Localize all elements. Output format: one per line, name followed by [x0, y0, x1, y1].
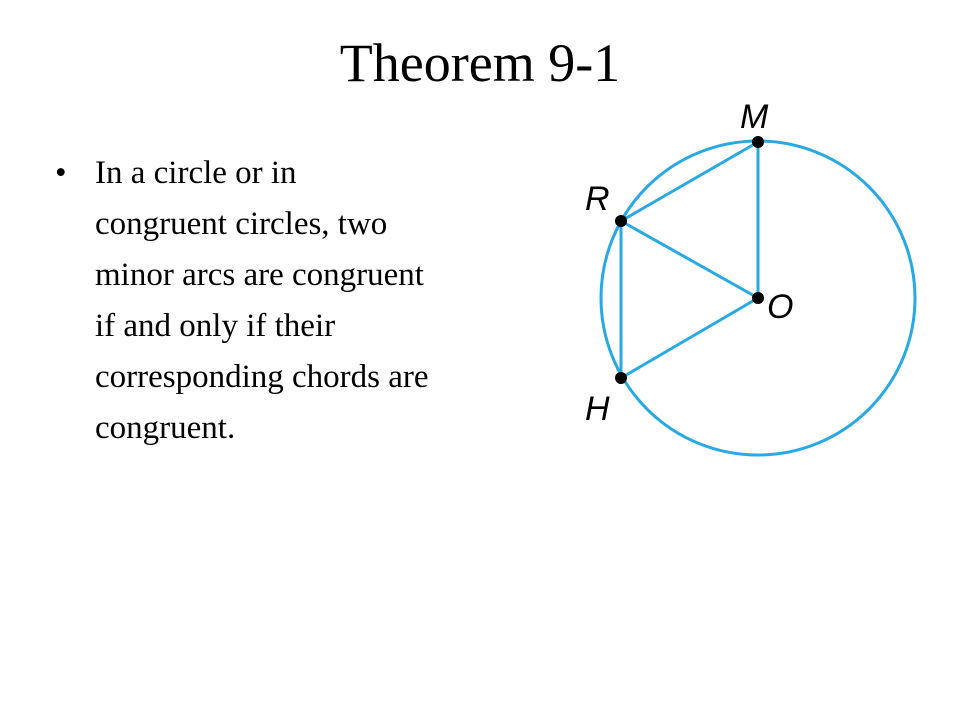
slide-title: Theorem 9-1: [339, 33, 621, 93]
radius-or: [620, 219, 759, 300]
circle-diagram: M R O H: [585, 98, 917, 457]
label-o: O: [767, 288, 793, 326]
point-o: [752, 292, 764, 304]
label-m: M: [740, 98, 769, 136]
bullet-line: corresponding chords are: [95, 359, 429, 395]
bullet-line: minor arcs are congruent: [95, 257, 424, 293]
label-r: R: [585, 180, 610, 218]
bullet-line: congruent circles, two: [95, 206, 388, 242]
bullet-line: congruent.: [95, 410, 236, 446]
label-h: H: [585, 390, 610, 428]
point-m: [752, 136, 764, 148]
bullet-marker: •: [55, 155, 67, 191]
chord-rm: [620, 140, 759, 223]
bullet-line: if and only if their: [95, 308, 336, 344]
radius-oh: [620, 296, 759, 380]
bullet-item: • In a circle or in congruent circles, t…: [55, 148, 545, 454]
bullet-line: In a circle or in: [95, 155, 297, 191]
point-r: [615, 215, 627, 227]
point-h: [615, 372, 627, 384]
bullet-list: • In a circle or in congruent circles, t…: [55, 148, 545, 454]
